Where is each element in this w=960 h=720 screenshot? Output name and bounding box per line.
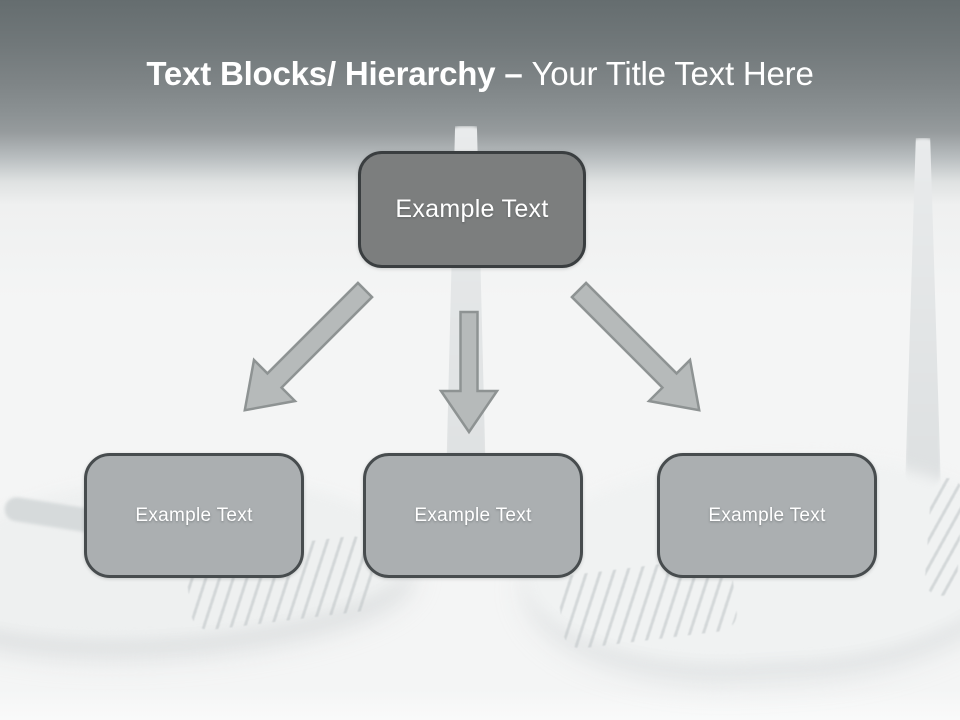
page-title[interactable]: Text Blocks/ Hierarchy – Your Title Text… [0,52,960,96]
root-text-block-label: Example Text [395,195,549,223]
child-text-block-1[interactable]: Example Text [84,453,304,578]
root-text-block[interactable]: Example Text [358,151,586,268]
arrow-down-right-icon[interactable] [558,269,719,430]
child-text-block-2[interactable]: Example Text [363,453,583,578]
child-text-block-2-label: Example Text [414,504,532,526]
child-text-block-3-label: Example Text [708,504,826,526]
child-text-block-1-label: Example Text [135,504,253,526]
arrow-down-icon[interactable] [438,310,500,435]
title-topic-text: Text Blocks/ Hierarchy – [146,55,523,92]
title-subtitle-text: Your Title Text Here [531,55,814,92]
arrow-down-left-icon[interactable] [224,269,385,430]
child-text-block-3[interactable]: Example Text [657,453,877,578]
